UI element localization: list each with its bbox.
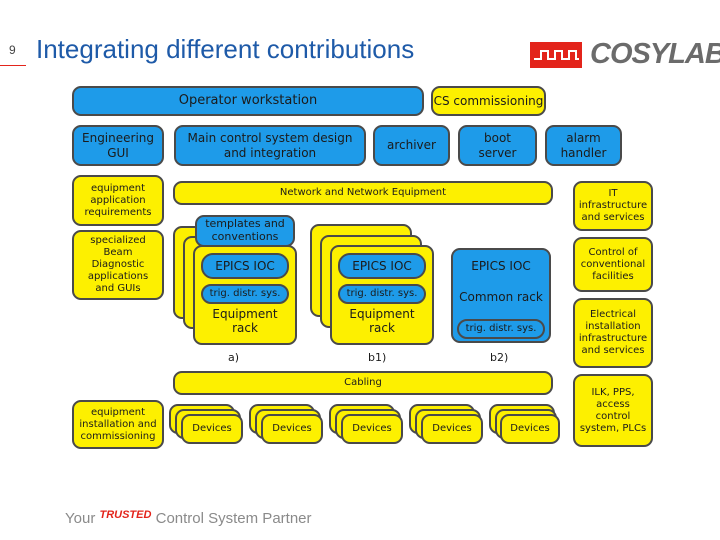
rack-a-trig: trig. distr. sys.: [201, 284, 289, 304]
header-rule: [0, 65, 26, 66]
network-box: Network and Network Equipment: [173, 181, 553, 205]
cs-commissioning-box: CS commissioning: [431, 86, 546, 116]
cabling-box: Cabling: [173, 371, 553, 395]
common-rack-trig: trig. distr. sys.: [457, 319, 545, 339]
devices-box-1: Devices: [181, 414, 243, 444]
label-b1: b1): [368, 351, 387, 364]
label-b2: b2): [490, 351, 509, 364]
rack-b1-front: EPICS IOC trig. distr. sys. Equipment ra…: [330, 245, 434, 345]
footer-your: Your: [65, 510, 96, 527]
rack-a-label: Equipment rack: [212, 307, 278, 336]
rack-b1-epics-ioc: EPICS IOC: [338, 253, 426, 279]
equipment-app-req-box: equipment application requirements: [72, 175, 164, 226]
specialized-beam-box: specialized Beam Diagnostic applications…: [72, 230, 164, 300]
footer-tagline: Your TRUSTED Control System Partner: [65, 509, 312, 527]
devices-box-3: Devices: [341, 414, 403, 444]
common-rack-epics-ioc: EPICS IOC: [471, 259, 531, 273]
archiver-box: archiver: [373, 125, 450, 166]
logo-wave-icon: [530, 42, 582, 68]
rack-b1-label: Equipment rack: [349, 307, 415, 336]
devices-box-4: Devices: [421, 414, 483, 444]
templates-box: templates and conventions: [195, 215, 295, 247]
page-title: Integrating different contributions: [36, 34, 415, 64]
footer-rest: Control System Partner: [155, 510, 312, 527]
engineering-gui-box: Engineering GUI: [72, 125, 164, 166]
common-rack-label: Common rack: [459, 290, 543, 304]
logo-text: COSYLAB: [590, 38, 720, 70]
footer-trusted: TRUSTED: [99, 509, 152, 521]
rack-b1-trig: trig. distr. sys.: [338, 284, 426, 304]
operator-workstation-box: Operator workstation: [72, 86, 424, 116]
common-rack-box: EPICS IOC Common rack trig. distr. sys.: [451, 248, 551, 343]
rack-a-epics-ioc: EPICS IOC: [201, 253, 289, 279]
devices-box-2: Devices: [261, 414, 323, 444]
ilk-box: ILK, PPS, access control system, PLCs: [573, 374, 653, 447]
alarm-handler-box: alarm handler: [545, 125, 622, 166]
boot-server-box: boot server: [458, 125, 537, 166]
cosylab-logo: COSYLAB: [530, 38, 720, 70]
it-infra-box: IT infrastructure and services: [573, 181, 653, 231]
electrical-box: Electrical installation infrastructure a…: [573, 298, 653, 368]
equipment-install-box: equipment installation and commissioning: [72, 400, 164, 449]
slide-number: 9: [9, 43, 16, 57]
devices-box-5: Devices: [500, 414, 560, 444]
rack-a-front: EPICS IOC trig. distr. sys. Equipment ra…: [193, 245, 297, 345]
label-a: a): [228, 351, 240, 364]
control-conventional-box: Control of conventional facilities: [573, 237, 653, 292]
main-control-box: Main control system design and integrati…: [174, 125, 366, 166]
